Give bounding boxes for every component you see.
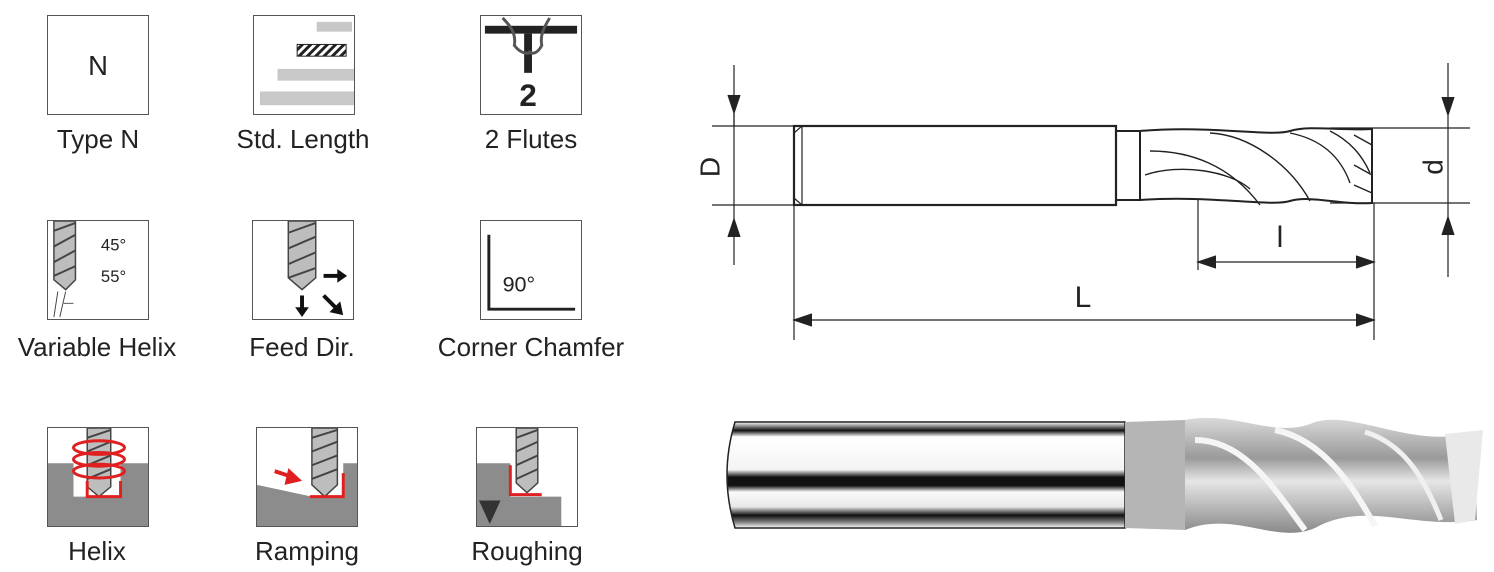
type-n-label: N <box>88 50 108 81</box>
caption-feed-dir: Feed Dir. <box>249 332 355 362</box>
caption-ramping: Ramping <box>254 536 360 566</box>
dimension-d-label: d <box>1417 159 1448 175</box>
helix-angle-1: 45° <box>101 235 126 254</box>
flute-count-label: 2 <box>519 78 536 113</box>
end-mill-dimension-drawing: D d l L <box>694 63 1470 340</box>
caption-type-n: Type N <box>56 124 140 154</box>
ramping-icon <box>256 427 358 527</box>
caption-corner-chamfer: Corner Chamfer <box>437 332 625 362</box>
caption-std-length: Std. Length <box>236 124 370 154</box>
dimension-l-label: l <box>1277 221 1284 254</box>
roughing-icon <box>476 427 578 527</box>
caption-2-flutes: 2 Flutes <box>484 124 578 154</box>
dimension-D-label: D <box>694 157 725 177</box>
end-mill-photo <box>726 417 1483 533</box>
two-flutes-icon: 2 <box>480 15 582 115</box>
helix-angle-2: 55° <box>101 267 126 286</box>
helix-icon <box>47 427 149 527</box>
type-n-icon: N <box>47 15 149 115</box>
feed-direction-icon <box>252 220 354 320</box>
caption-variable-helix: Variable Helix <box>17 332 177 362</box>
caption-helix: Helix <box>68 536 126 566</box>
dimension-L-label: L <box>1075 281 1092 314</box>
caption-roughing: Roughing <box>471 536 583 566</box>
chamfer-angle-label: 90° <box>503 272 536 297</box>
variable-helix-icon: 45° 55° <box>47 220 149 320</box>
std-length-icon <box>253 15 355 115</box>
corner-chamfer-icon: 90° <box>480 220 582 320</box>
